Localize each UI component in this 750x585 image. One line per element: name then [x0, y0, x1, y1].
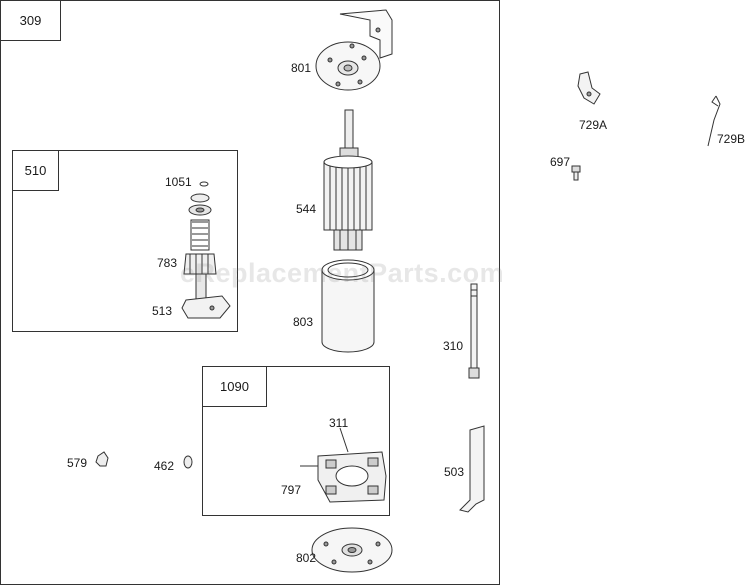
clip-729a-drawing — [577, 71, 601, 105]
washer-462-drawing — [183, 455, 193, 469]
field-frame-drawing — [321, 259, 375, 353]
frame-510-label: 510 — [13, 151, 59, 191]
strap-503-drawing — [459, 425, 485, 513]
label-310: 310 — [443, 339, 464, 353]
watermark: eReplacementParts.com — [180, 258, 505, 288]
armature-drawing — [323, 109, 373, 251]
clip-729b-drawing — [707, 95, 721, 147]
nut-579-drawing — [95, 451, 109, 467]
frame-1090-label: 1090 — [203, 367, 267, 407]
frame-309-label: 309 — [1, 1, 61, 41]
label-729a: 729A — [579, 118, 608, 132]
label-797: 797 — [281, 483, 302, 497]
starter-drive-drawing — [181, 181, 231, 319]
label-503: 503 — [444, 465, 465, 479]
label-1051: 1051 — [165, 175, 192, 189]
frame-510: 510 — [12, 150, 238, 332]
label-802: 802 — [296, 551, 317, 565]
label-311: 311 — [329, 416, 349, 430]
label-729b: 729B — [717, 132, 746, 146]
label-462: 462 — [154, 459, 175, 473]
label-544: 544 — [296, 202, 317, 216]
end-plate-drawing — [311, 527, 393, 573]
label-697: 697 — [550, 155, 571, 169]
through-bolt-drawing — [468, 283, 480, 379]
brush-holder-drawing — [300, 427, 387, 503]
label-513: 513 — [152, 304, 173, 318]
end-cap-bracket-drawing — [315, 9, 393, 91]
label-579: 579 — [67, 456, 88, 470]
screw-697-drawing — [571, 165, 581, 181]
label-801: 801 — [291, 61, 312, 75]
label-803: 803 — [293, 315, 314, 329]
label-783: 783 — [157, 256, 178, 270]
frame-1090: 1090 — [202, 366, 390, 516]
